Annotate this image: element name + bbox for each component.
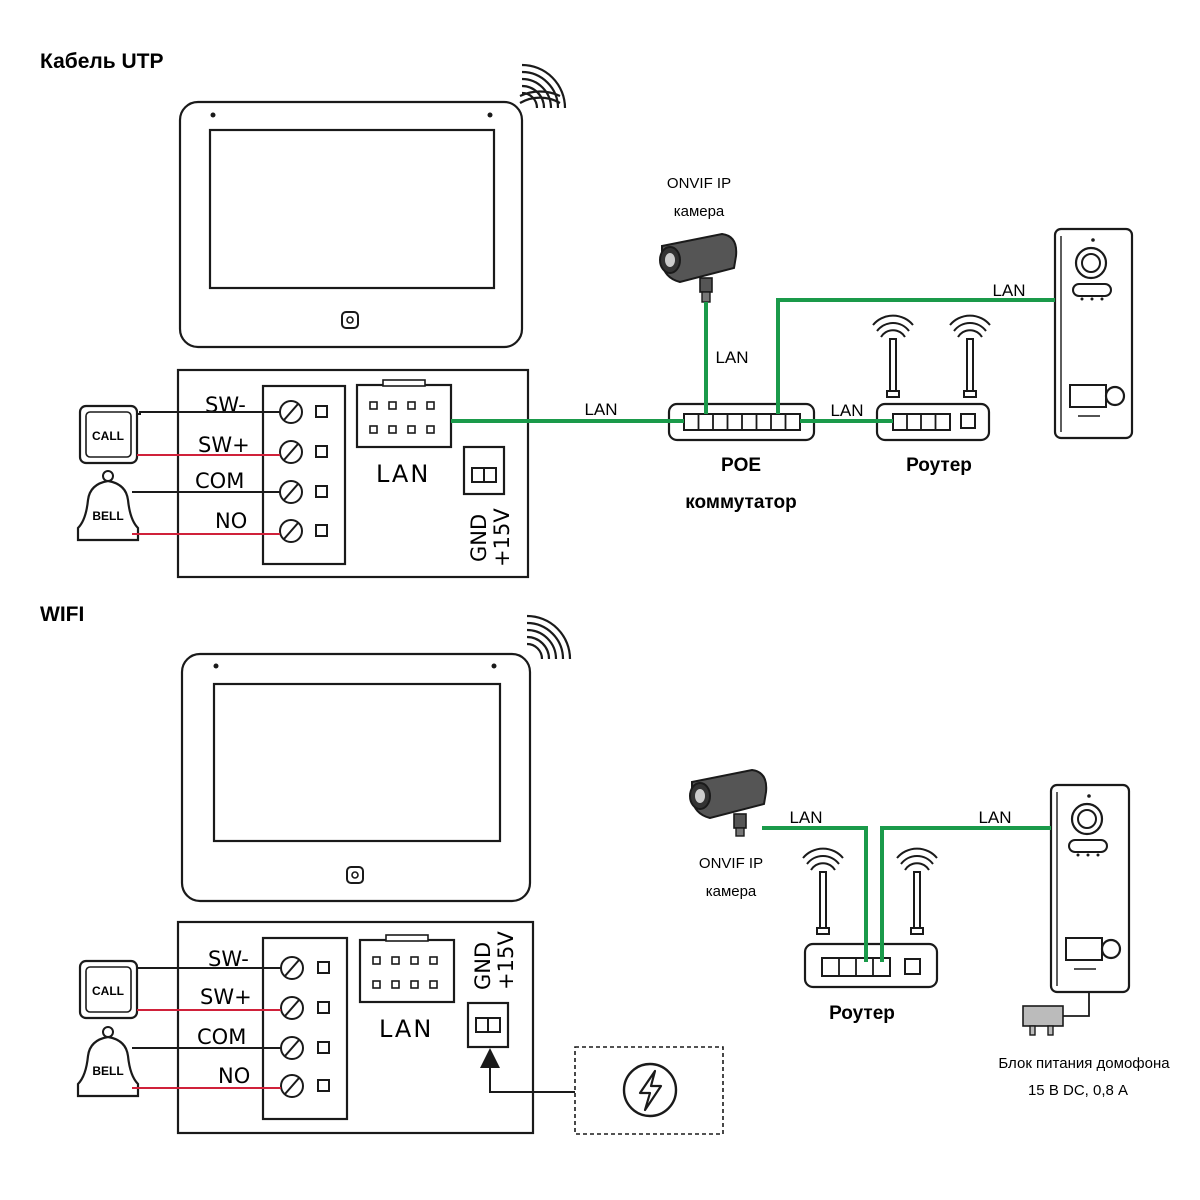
terminal-panel-wifi: SW- SW+ COM NO LAN GND +15V: [176, 920, 535, 1135]
monitor-wifi: [180, 652, 532, 903]
router-antenna-icon: [802, 847, 938, 935]
bell-icon: BELL: [76, 470, 140, 542]
monitor-lan-label: LAN: [379, 1015, 433, 1043]
power-label-15v: +15V: [490, 508, 514, 567]
section-title-utp: Кабель UTP: [40, 50, 164, 73]
camera-label-line1: ONVIF IP: [699, 855, 763, 872]
cable-label-camera-switch: LAN: [715, 348, 748, 367]
terminal-panel-utp: SW- SW+ COM NO LAN GND +15V: [176, 368, 530, 579]
camera-label-line2: камера: [706, 883, 757, 900]
monitor-utp: [178, 100, 524, 349]
terminal-label-com: COM: [195, 469, 244, 493]
section-title-wifi: WIFI: [40, 603, 84, 626]
wifi-icon: [526, 614, 572, 660]
power-adapter-icon: [1022, 992, 1090, 1036]
router-label-utp: Роутер: [906, 455, 972, 476]
terminal-label-sw-minus: SW-: [205, 393, 246, 417]
camera-icon: [689, 768, 768, 837]
router-wifi: [802, 847, 939, 989]
switch-label-line1: POE: [721, 455, 761, 476]
psu-label-line2: 15 В DC, 0,8 А: [1028, 1082, 1128, 1099]
power-label-gnd: GND: [467, 514, 491, 562]
power-bolt-icon: [622, 1062, 678, 1118]
cable-panel-switch: [776, 298, 1055, 414]
bell-label: BELL: [92, 1064, 123, 1078]
camera-label-line1: ONVIF IP: [667, 175, 731, 192]
poe-switch: [667, 402, 816, 442]
bell-icon: BELL: [76, 1026, 140, 1098]
wire-sw-minus: [137, 411, 280, 415]
call-button-icon: CALL: [78, 404, 139, 465]
cable-label-panel-switch: LAN: [992, 281, 1025, 300]
power-label-15v: +15V: [494, 931, 518, 990]
call-label: CALL: [92, 984, 124, 998]
cable-panel-router: [880, 826, 1051, 962]
power-label-gnd: GND: [471, 942, 495, 990]
door-panel-utp: [1053, 227, 1134, 440]
terminal-label-sw-plus: SW+: [198, 433, 250, 457]
power-supply-wire: [480, 1048, 575, 1093]
wifi-icon: [519, 63, 567, 109]
call-button-icon: CALL: [78, 959, 139, 1020]
psu-label-line1: Блок питания домофона: [998, 1055, 1170, 1072]
router-utp: [872, 314, 991, 442]
door-panel-wifi: [1049, 783, 1131, 994]
cable-label-switch-router: LAN: [830, 401, 863, 420]
cable-label-monitor-switch: LAN: [584, 400, 617, 419]
camera-label-line2: камера: [674, 203, 725, 220]
cable-label-panel-router: LAN: [978, 808, 1011, 827]
call-label: CALL: [92, 429, 124, 443]
router-antenna-icon: [872, 314, 991, 398]
camera-icon: [659, 232, 738, 303]
cable-label-camera-router: LAN: [789, 808, 822, 827]
switch-label-line2: коммутатор: [685, 492, 796, 513]
router-label-wifi: Роутер: [829, 1003, 895, 1024]
terminal-label-no: NO: [215, 509, 247, 533]
cable-camera-router: [762, 826, 868, 962]
bell-label: BELL: [92, 509, 123, 523]
terminal-label-com: COM: [197, 1025, 246, 1049]
terminal-label-no: NO: [218, 1064, 250, 1088]
monitor-lan-label: LAN: [376, 460, 430, 488]
terminal-label-sw-plus: SW+: [200, 985, 252, 1009]
